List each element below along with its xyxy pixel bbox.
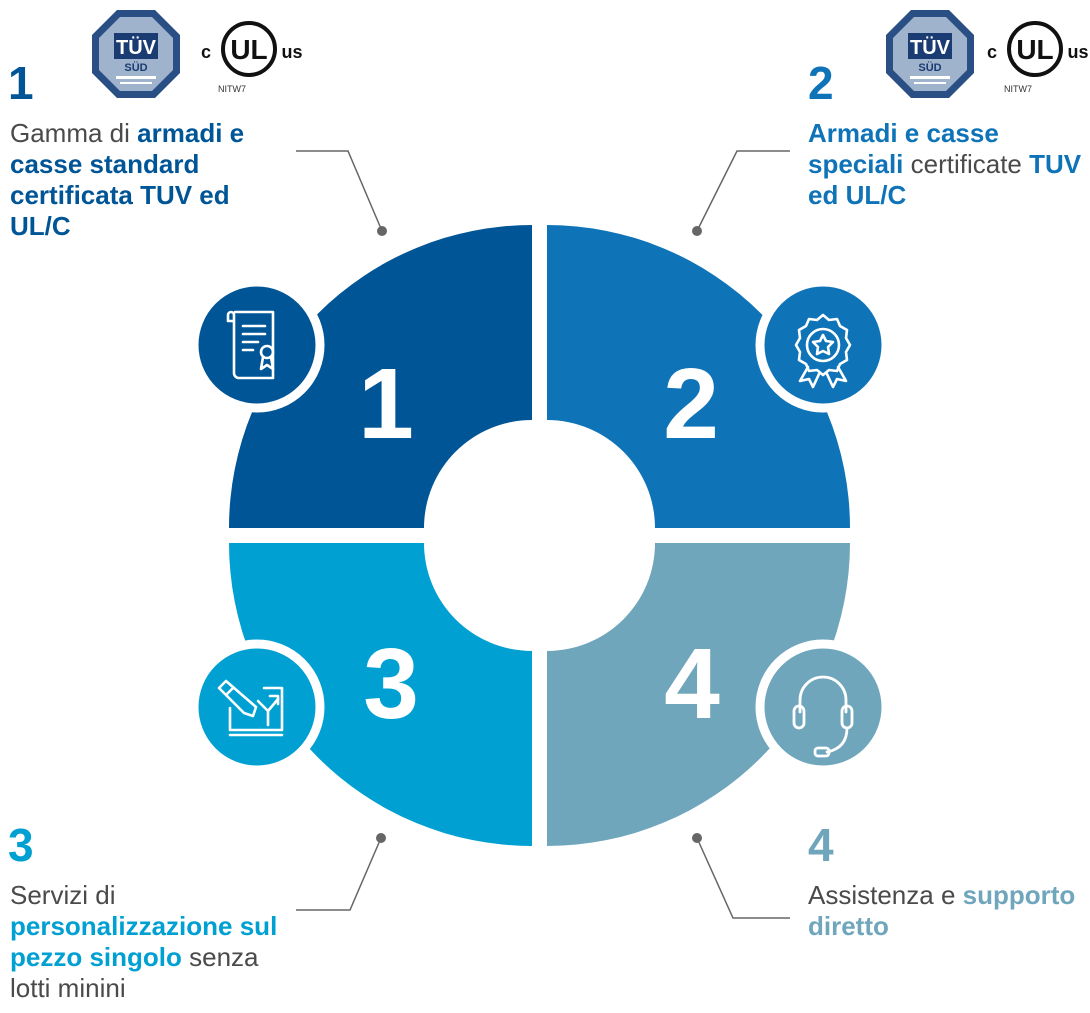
svg-text:SÜD: SÜD xyxy=(124,61,147,74)
quadrant-3-segment xyxy=(229,543,532,846)
quadrant-3-number: 3 xyxy=(363,628,419,740)
item-3-text-intro: Servizi di xyxy=(10,880,116,910)
svg-text:TÜV: TÜV xyxy=(910,36,951,59)
headset-support-icon xyxy=(792,675,854,758)
svg-text:UL: UL xyxy=(230,34,267,65)
svg-text:TÜV: TÜV xyxy=(116,36,157,59)
quadrant-1-number: 1 xyxy=(358,348,414,460)
connector-4 xyxy=(692,833,790,919)
item-2-text-middle: certificate xyxy=(903,149,1030,179)
svg-text:NITW7: NITW7 xyxy=(1004,84,1032,94)
award-rosette-icon xyxy=(794,313,852,389)
connector-2 xyxy=(692,150,790,236)
quadrant-2-number: 2 xyxy=(663,348,719,460)
tuv-certification-logo-2: TÜV SÜD xyxy=(886,10,974,98)
item-2-number: 2 xyxy=(808,57,834,109)
icon-circle-2 xyxy=(755,277,891,413)
item-3-text-highlight: personalizzazione sul pezzo singolo xyxy=(10,911,278,972)
svg-text:SÜD: SÜD xyxy=(918,61,941,74)
quadrant-1-segment xyxy=(229,225,532,528)
ul-certification-logo: UL c us NITW7 xyxy=(201,21,303,94)
item-4-description: Assistenza e supporto diretto xyxy=(808,880,1078,942)
item-2-text-highlight-2: TUV ed UL/C xyxy=(808,149,1082,210)
quadrant-2-segment xyxy=(547,225,850,528)
quadrant-4-segment xyxy=(547,543,850,846)
item-3-text-outro: senza lotti minini xyxy=(10,942,259,1003)
connector-3 xyxy=(296,833,386,911)
svg-text:c: c xyxy=(201,42,211,62)
item-4-text-highlight: supporto diretto xyxy=(808,880,1076,941)
item-4-text-intro: Assistenza e xyxy=(808,880,963,910)
item-3-description: Servizi di personalizzazione sul pezzo s… xyxy=(10,880,285,1004)
svg-text:c: c xyxy=(987,42,997,62)
svg-text:UL: UL xyxy=(1016,34,1053,65)
item-4-number: 4 xyxy=(808,819,834,871)
tuv-certification-logo: TÜV SÜD xyxy=(92,10,180,98)
ul-certification-logo-2: UL c us NITW7 xyxy=(987,21,1089,94)
item-1-text-highlight: armadi e casse standard certificata TUV … xyxy=(10,118,245,241)
item-3-number: 3 xyxy=(8,819,34,871)
svg-text:NITW7: NITW7 xyxy=(218,84,246,94)
item-2-text-highlight: Armadi e casse speciali xyxy=(808,118,999,179)
svg-text:us: us xyxy=(1067,42,1088,62)
svg-text:us: us xyxy=(281,42,302,62)
customization-pen-icon xyxy=(217,679,284,737)
item-1-description: Gamma di armadi e casse standard certifi… xyxy=(10,118,280,242)
icon-circle-1 xyxy=(189,277,325,413)
certificate-scroll-icon xyxy=(226,310,275,380)
icon-circle-4 xyxy=(755,639,891,775)
item-1-text-intro: Gamma di xyxy=(10,118,138,148)
quadrant-4-number: 4 xyxy=(664,628,720,740)
item-2-description: Armadi e casse speciali certificate TUV … xyxy=(808,118,1083,211)
connector-1 xyxy=(296,150,387,236)
icon-circle-3 xyxy=(189,639,325,775)
item-1-number: 1 xyxy=(8,57,34,109)
